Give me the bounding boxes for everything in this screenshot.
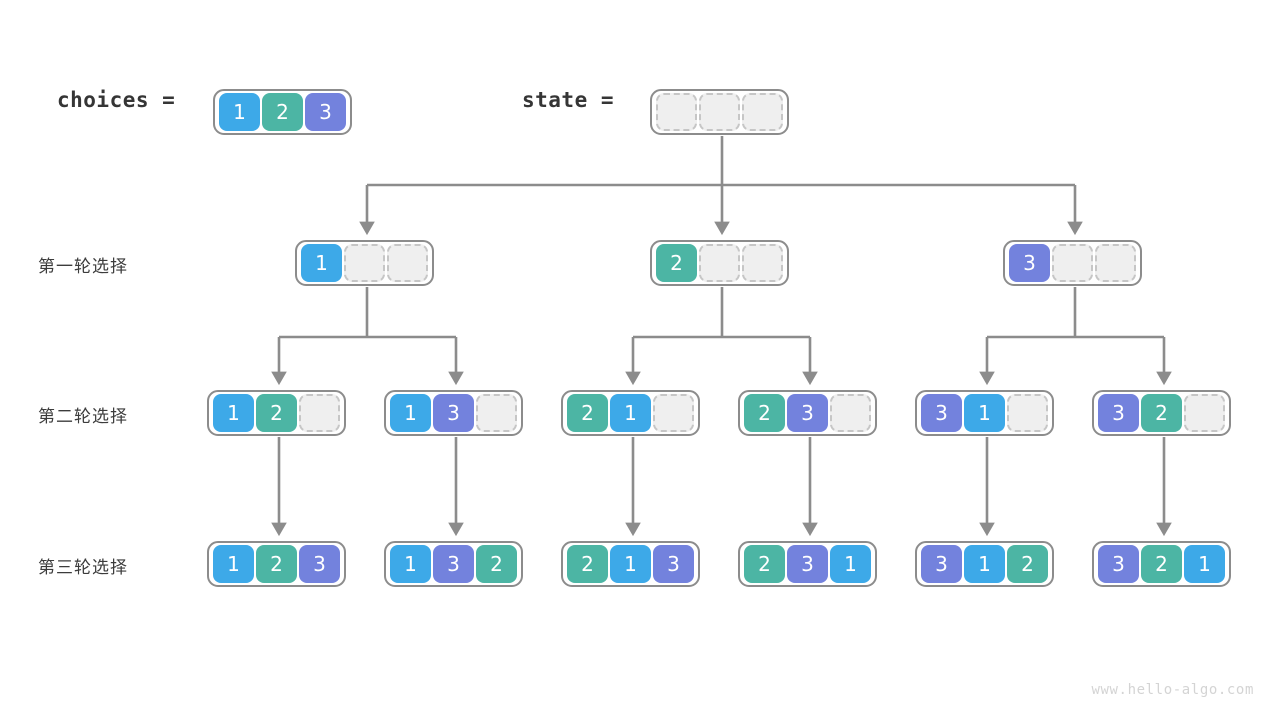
choices-cell-1-value-2: 2 — [262, 93, 303, 131]
round-2-node-3-cell-2-empty — [653, 394, 694, 432]
round-3-node-4-cell-1-value-3: 3 — [787, 545, 828, 583]
choices-label: choices = — [57, 88, 176, 112]
round-2-node-4-cell-2-empty — [830, 394, 871, 432]
round-3-node-4-cell-2-value-1: 1 — [830, 545, 871, 583]
round-2-node-1-cell-1-value-2: 2 — [256, 394, 297, 432]
round-3-node-5-cell-1-value-1: 1 — [964, 545, 1005, 583]
round-2-node-1-cell-2-empty — [299, 394, 340, 432]
round-3-node-6-cell-0-value-3: 3 — [1098, 545, 1139, 583]
round-3-node-5-cell-0-value-3: 3 — [921, 545, 962, 583]
round-3-node-3-cell-2-value-3: 3 — [653, 545, 694, 583]
choices-cell-2-value-3: 3 — [305, 93, 346, 131]
round-1-node-1: 1 — [295, 240, 434, 286]
round-2-node-1-cell-0-value-1: 1 — [213, 394, 254, 432]
round-3-node-2-cell-2-value-2: 2 — [476, 545, 517, 583]
round-1-node-3-cell-1-empty — [1052, 244, 1093, 282]
round-2-node-5-cell-1-value-1: 1 — [964, 394, 1005, 432]
round-3-node-1-cell-2-value-3: 3 — [299, 545, 340, 583]
round-3-node-1-cell-1-value-2: 2 — [256, 545, 297, 583]
round-2-node-6-cell-2-empty — [1184, 394, 1225, 432]
round-1-node-3-cell-2-empty — [1095, 244, 1136, 282]
round-1-node-2-cell-0-value-2: 2 — [656, 244, 697, 282]
state-label: state = — [522, 88, 615, 112]
round-3-node-5-cell-2-value-2: 2 — [1007, 545, 1048, 583]
round-2-node-5-cell-2-empty — [1007, 394, 1048, 432]
round-1-node-1-cell-1-empty — [344, 244, 385, 282]
round-2-node-4-cell-1-value-3: 3 — [787, 394, 828, 432]
round-3-node-4-cell-0-value-2: 2 — [744, 545, 785, 583]
round-2-node-2-cell-2-empty — [476, 394, 517, 432]
round-1-node-1-cell-0-value-1: 1 — [301, 244, 342, 282]
round-1-node-3-cell-0-value-3: 3 — [1009, 244, 1050, 282]
row-label-round-2: 第二轮选择 — [38, 407, 128, 427]
round-3-node-6-cell-1-value-2: 2 — [1141, 545, 1182, 583]
round-2-node-6-cell-0-value-3: 3 — [1098, 394, 1139, 432]
round-3-node-6-cell-2-value-1: 1 — [1184, 545, 1225, 583]
state-cell-1-empty — [699, 93, 740, 131]
round-2-node-3-cell-1-value-1: 1 — [610, 394, 651, 432]
round-3-node-2-cell-1-value-3: 3 — [433, 545, 474, 583]
state-array — [650, 89, 789, 135]
round-2-node-6-cell-1-value-2: 2 — [1141, 394, 1182, 432]
round-1-node-1-cell-2-empty — [387, 244, 428, 282]
round-1-node-2-cell-2-empty — [742, 244, 783, 282]
round-3-node-1-cell-0-value-1: 1 — [213, 545, 254, 583]
row-label-round-3: 第三轮选择 — [38, 558, 128, 578]
round-2-node-2-cell-0-value-1: 1 — [390, 394, 431, 432]
round-2-node-4-cell-0-value-2: 2 — [744, 394, 785, 432]
state-cell-2-empty — [742, 93, 783, 131]
round-1-node-2-cell-1-empty — [699, 244, 740, 282]
round-2-node-5-cell-0-value-3: 3 — [921, 394, 962, 432]
round-3-node-2-cell-0-value-1: 1 — [390, 545, 431, 583]
row-label-round-1: 第一轮选择 — [38, 257, 128, 277]
state-cell-0-empty — [656, 93, 697, 131]
round-3-node-3-cell-1-value-1: 1 — [610, 545, 651, 583]
round-1-node-3: 3 — [1003, 240, 1142, 286]
round-3-node-3-cell-0-value-2: 2 — [567, 545, 608, 583]
round-2-node-3-cell-0-value-2: 2 — [567, 394, 608, 432]
round-1-node-2: 2 — [650, 240, 789, 286]
choices-cell-0-value-1: 1 — [219, 93, 260, 131]
watermark: www.hello-algo.com — [1091, 682, 1254, 698]
round-2-node-2-cell-1-value-3: 3 — [433, 394, 474, 432]
